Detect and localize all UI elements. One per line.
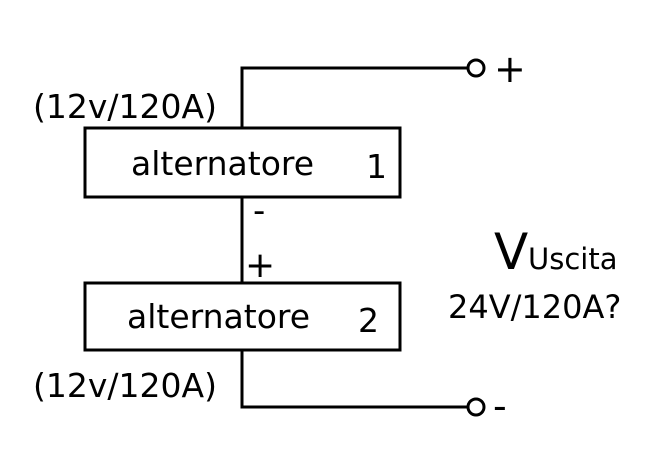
alternator-2-number: 2 bbox=[358, 301, 379, 340]
alternator-2-label: alternatore bbox=[127, 297, 310, 336]
output-voltage-symbol: V bbox=[494, 223, 528, 281]
alternator-2-box bbox=[83, 281, 402, 352]
alternator-1-label: alternatore bbox=[131, 144, 314, 183]
output-voltage-subscript: Uscita bbox=[528, 242, 617, 276]
alternator-2-rating: (12v/120A) bbox=[33, 366, 217, 405]
bottom-output-wire bbox=[240, 350, 468, 409]
top-output-wire bbox=[240, 66, 468, 128]
alternator-1-rating: (12v/120A) bbox=[33, 87, 217, 126]
positive-output-terminal bbox=[466, 58, 486, 78]
alternator-1-number: 1 bbox=[366, 147, 387, 186]
alternator-1-minus-sign: - bbox=[253, 191, 265, 231]
output-voltage-value: 24V/120A? bbox=[448, 288, 621, 326]
alternator-1-box bbox=[83, 126, 402, 199]
negative-output-terminal bbox=[466, 397, 486, 417]
output-plus-sign: + bbox=[494, 47, 526, 91]
output-minus-sign: - bbox=[493, 384, 507, 428]
alternator-2-plus-sign: + bbox=[245, 245, 275, 286]
